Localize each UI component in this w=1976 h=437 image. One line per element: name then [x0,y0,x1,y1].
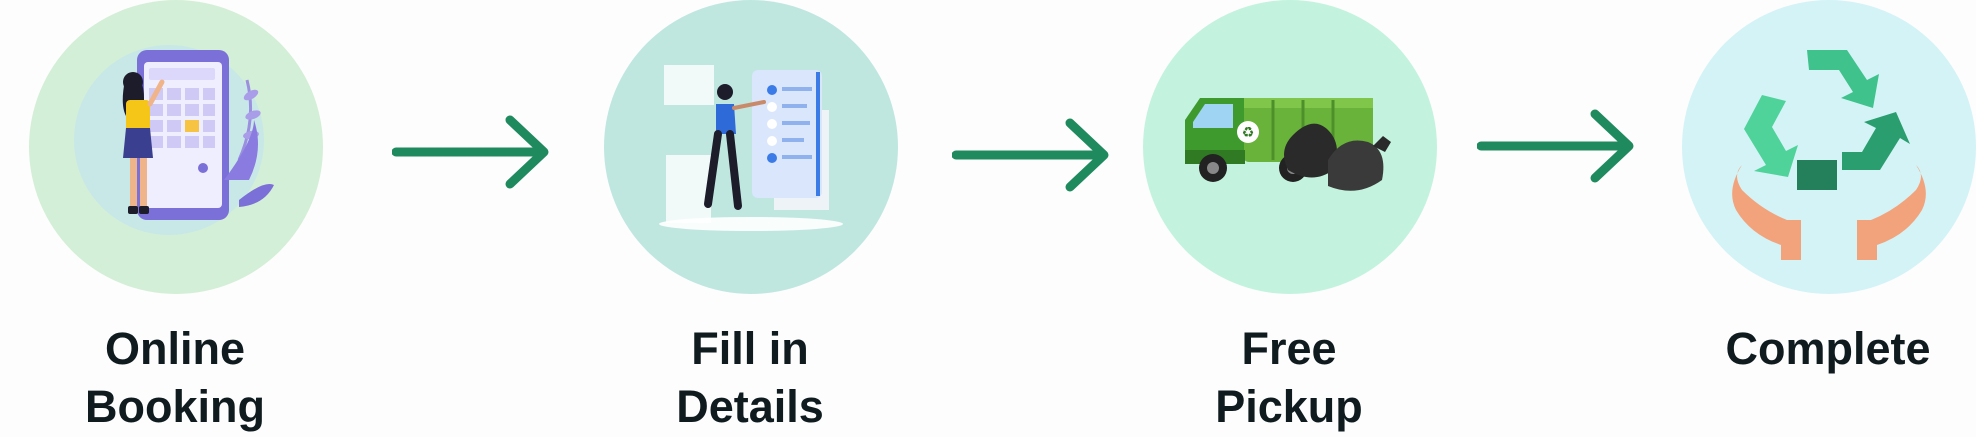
step-label-line2: Booking [85,381,265,432]
step-label: Complete [1658,320,1976,378]
step-label-line1: Free [1241,323,1337,374]
step-label: Online Booking [5,320,345,436]
arrow-right-icon [952,115,1114,195]
online-booking-illustration-icon [29,0,323,294]
step-label-line1: Fill in [691,323,809,374]
step-label-line1: Online [104,323,245,374]
step-label: Fill in Details [580,320,920,436]
fill-details-illustration-icon [604,0,898,294]
garbage-truck-illustration-icon: ♻ [1143,0,1437,294]
step-label-line2: Pickup [1215,381,1363,432]
svg-text:♻: ♻ [1242,125,1255,141]
step-label-line2: Details [676,381,824,432]
step-label-line1: Complete [1725,323,1931,374]
arrow-right-icon [392,112,554,192]
step-label: Free Pickup [1119,320,1459,436]
recycle-hands-illustration-icon [1682,0,1976,294]
arrow-right-icon [1477,106,1639,186]
